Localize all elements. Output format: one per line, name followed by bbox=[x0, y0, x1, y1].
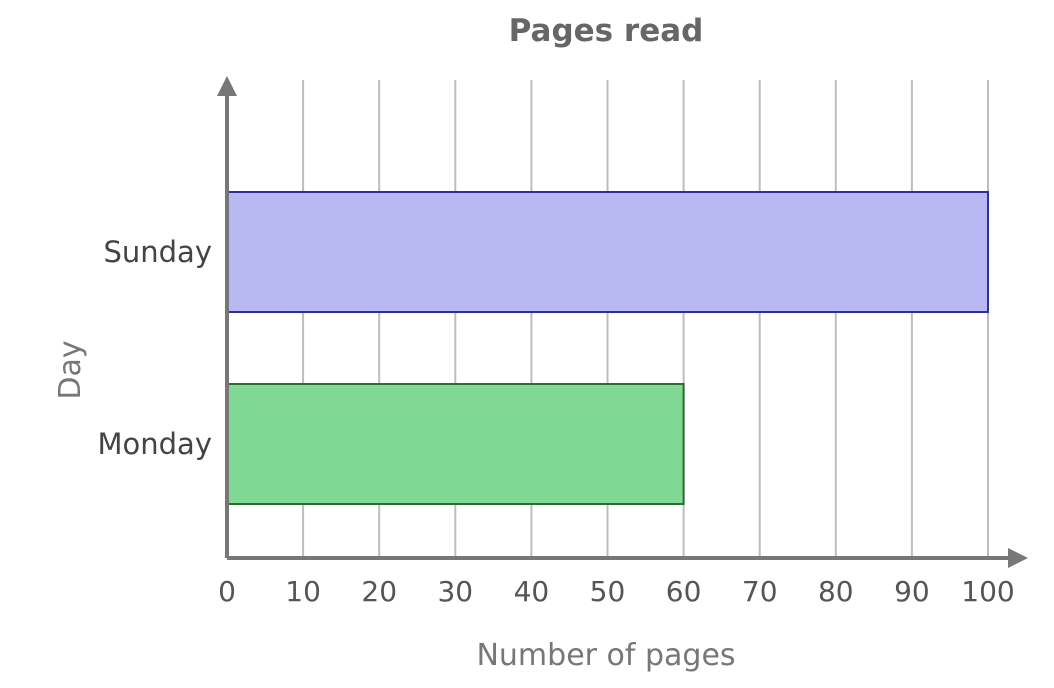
grid bbox=[302, 80, 989, 558]
x-axis-arrow bbox=[1008, 548, 1028, 568]
y-axis-arrow bbox=[217, 76, 237, 96]
x-tick-label: 90 bbox=[894, 575, 930, 608]
x-axis-title: Number of pages bbox=[476, 638, 735, 673]
x-tick-label: 20 bbox=[361, 575, 397, 608]
axes bbox=[217, 76, 1028, 568]
x-tick-label: 50 bbox=[590, 575, 626, 608]
x-tick-label: 10 bbox=[285, 575, 321, 608]
x-tick-label: 30 bbox=[437, 575, 473, 608]
x-tick-label: 80 bbox=[818, 575, 854, 608]
bars bbox=[226, 191, 989, 505]
category-label-sunday: Sunday bbox=[103, 235, 212, 269]
x-tick-label: 60 bbox=[666, 575, 702, 608]
category-label-monday: Monday bbox=[98, 427, 213, 461]
x-tick-label: 0 bbox=[218, 575, 236, 608]
x-tick-labels: 0 10 20 30 40 50 60 70 80 90 100 bbox=[218, 575, 1015, 608]
bar-monday bbox=[226, 383, 685, 505]
y-axis-title: Day bbox=[53, 340, 88, 399]
x-tick-label: 70 bbox=[742, 575, 778, 608]
x-tick-label: 100 bbox=[961, 575, 1014, 608]
bar-sunday bbox=[226, 191, 989, 313]
x-tick-label: 40 bbox=[514, 575, 550, 608]
chart-title: Pages read bbox=[509, 13, 704, 49]
